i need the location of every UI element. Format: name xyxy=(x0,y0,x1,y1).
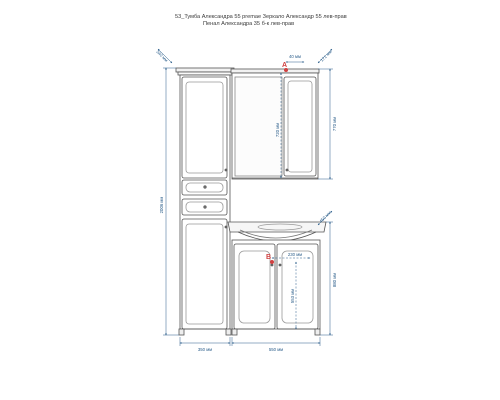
drain-offset-label: 230 мм xyxy=(288,252,302,257)
vanity-height-label: 880 мм xyxy=(332,273,337,287)
vanity-cabinet xyxy=(227,221,327,336)
mirror-inner-height-label: 720 мм xyxy=(275,123,280,137)
drain-height-label: 553 мм xyxy=(290,289,295,303)
drawing-title-line-2: Пенал Александра 35 б-к лев-прав xyxy=(203,21,295,27)
marker-b-dot xyxy=(270,260,274,264)
penal-cabinet xyxy=(175,67,235,336)
drawing-title-line-1: 53_Тумба Александра 55 premae Зеркало Ал… xyxy=(175,14,347,20)
penal-width-label: 350 мм xyxy=(198,347,212,352)
marker-a-dot xyxy=(284,68,288,72)
mirror-offset-label: 40 мм xyxy=(289,54,301,59)
mirror-outer-height-label: 770 мм xyxy=(332,117,337,131)
mirror-cabinet xyxy=(230,68,320,180)
penal-height-label: 2006 мм xyxy=(159,197,164,214)
mirror-depth-label: 171 мм xyxy=(319,49,333,63)
marker-b-label: B xyxy=(266,254,271,261)
penal-depth-label: 340 мм xyxy=(155,49,169,63)
marker-a-label: A xyxy=(282,62,287,69)
vanity-width-label: 550 мм xyxy=(269,347,283,352)
